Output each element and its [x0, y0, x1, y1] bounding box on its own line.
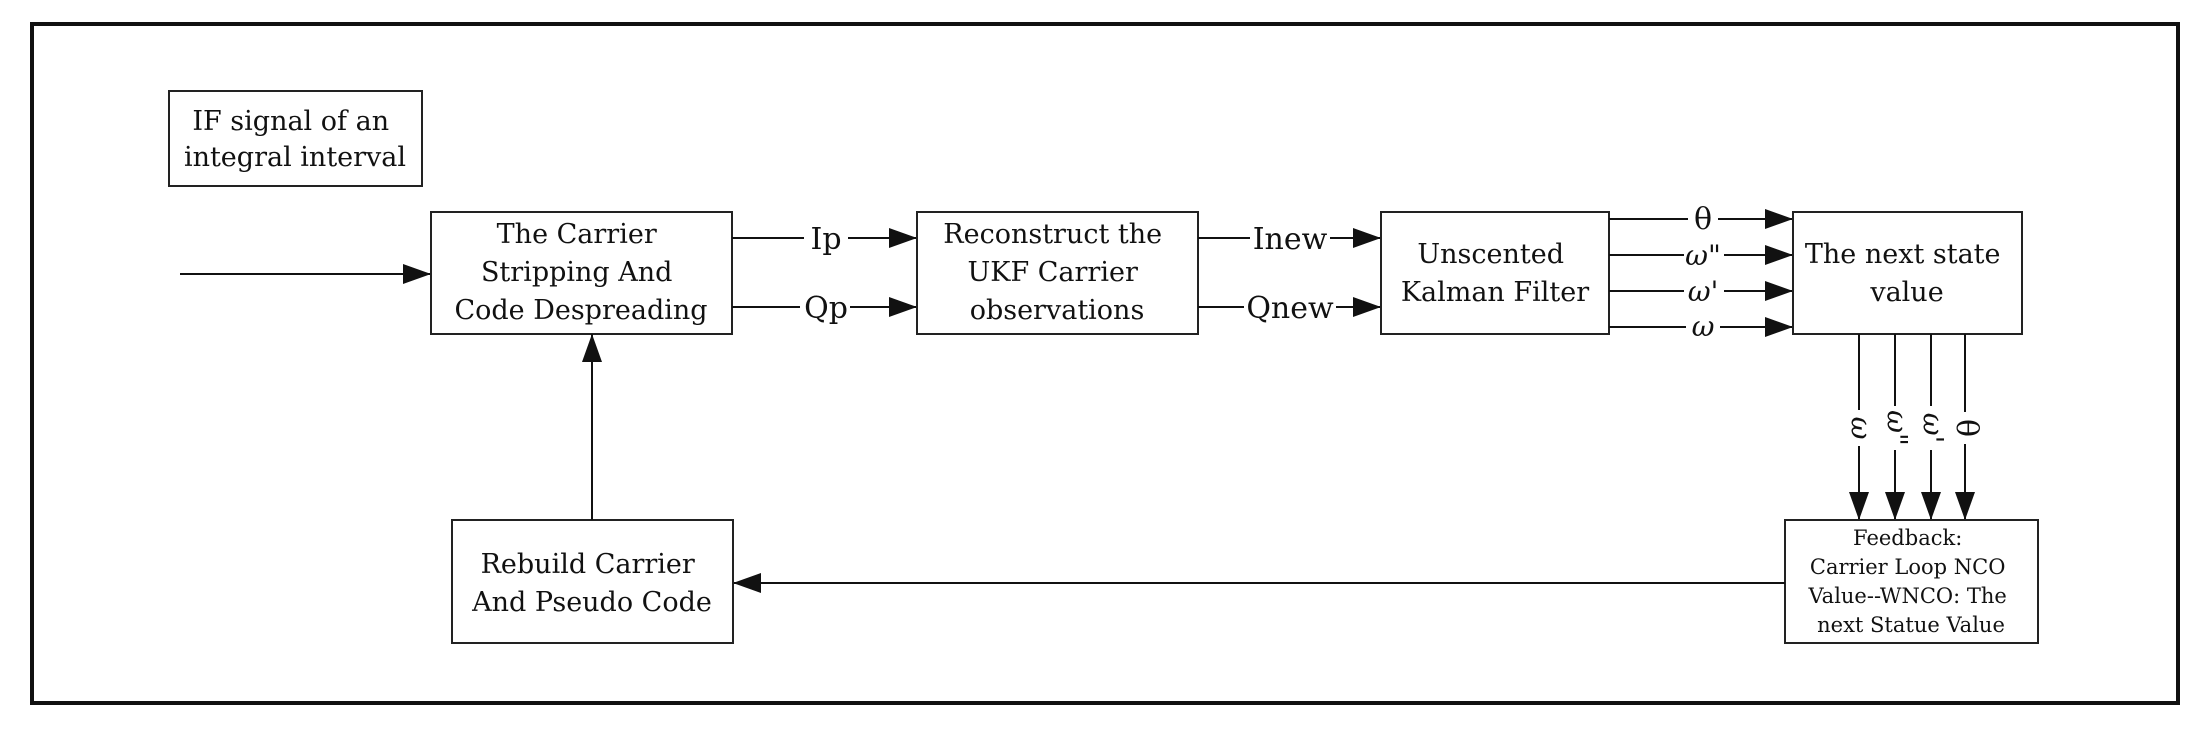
next-state-line-1: The next state: [1805, 239, 2001, 270]
qnew-label: Qnew: [1246, 291, 1334, 326]
svg-text:Rebuild Carrier And Pseu: Rebuild Carrier And Pseudo Code: [471, 549, 712, 618]
stripping-line-1: The Carrier: [497, 219, 657, 250]
svg-text:The next state value: The next state value: [1805, 239, 2009, 308]
rebuild-line-2: And Pseudo Code: [471, 587, 712, 618]
omega-prime-connector: ω': [1609, 274, 1793, 308]
feedback-line-2: Carrier Loop NCO: [1810, 555, 2006, 579]
feedback-box: Feedback: Carrier Loop NCO Value--WNCO: …: [1784, 519, 2039, 644]
next-state-line-2: value: [1869, 277, 1943, 308]
reconstruct-box: Reconstruct the UKF Carrier observations: [916, 211, 1199, 335]
reconstruct-line-2: UKF Carrier: [968, 257, 1138, 288]
reconstruct-line-3: observations: [970, 295, 1145, 326]
ukf-line-1: Unscented: [1417, 239, 1564, 270]
vertical-connector-2: ω": [1881, 334, 1914, 520]
stripping-line-3: Code Despreading: [454, 295, 707, 326]
if-signal-line-1: IF signal of an: [192, 106, 389, 137]
qp-label: Qp: [804, 291, 848, 326]
svg-text:Unscented Kalman Filter: Unscented Kalman Filter: [1401, 239, 1589, 308]
vertical-connector-1: ω: [1845, 334, 1878, 520]
ukf-line-2: Kalman Filter: [1401, 277, 1589, 308]
stripping-line-2: Stripping And: [481, 257, 673, 288]
feedback-line-4: next Statue Value: [1817, 613, 2005, 637]
ip-label: Ip: [810, 222, 841, 257]
if-signal-line-2: integral interval: [184, 142, 406, 173]
omega-label: ω: [1692, 310, 1715, 343]
omega-prime-label: ω': [1688, 275, 1719, 308]
svg-text:Feedback: Carrier Loop N: Feedback: Carrier Loop NCO Value--WNCO: …: [1807, 526, 2013, 637]
qnew-connector: Qnew: [1198, 287, 1381, 327]
carrier-stripping-box: The Carrier Stripping And Code Despreadi…: [430, 211, 733, 335]
svg-text:IF signal of an integral: IF signal of an integral interval: [184, 106, 406, 173]
vertical-connector-3: ω': [1917, 334, 1950, 520]
ukf-box: Unscented Kalman Filter: [1380, 211, 1610, 335]
omega-double-prime-connector: ω": [1609, 238, 1793, 272]
theta-label: θ: [1694, 202, 1712, 237]
outer-frame: [30, 22, 2180, 705]
theta-connector: θ: [1609, 201, 1793, 237]
inew-connector: Inew: [1198, 218, 1381, 258]
feedback-line-3: Value--WNCO: The: [1807, 584, 2006, 608]
feedback-line-1: Feedback:: [1853, 526, 1962, 550]
omega-double-prime-label: ω": [1685, 239, 1721, 272]
next-state-box: The next state value: [1792, 211, 2023, 335]
vertical-theta-label: θ: [1949, 419, 1984, 437]
svg-text:The Carrier Stripping An: The Carrier Stripping And Code Despreadi…: [454, 219, 707, 326]
svg-text:Reconstruct the UKF Carr: Reconstruct the UKF Carrier observations: [943, 219, 1170, 326]
qp-connector: Qp: [732, 287, 917, 327]
ip-connector: Ip: [732, 218, 917, 258]
vertical-omega-label: ω: [1845, 417, 1878, 440]
if-signal-box: IF signal of an integral interval: [168, 90, 423, 187]
vertical-omega-prime-label: ω': [1917, 413, 1950, 444]
omega-connector: ω: [1609, 310, 1793, 343]
reconstruct-line-1: Reconstruct the: [943, 219, 1162, 250]
vertical-omega-double-prime-label: ω": [1881, 410, 1914, 446]
vertical-connector-4: θ: [1949, 334, 1984, 520]
inew-label: Inew: [1253, 222, 1328, 257]
rebuild-line-1: Rebuild Carrier: [481, 549, 695, 580]
rebuild-box: Rebuild Carrier And Pseudo Code: [451, 519, 734, 644]
